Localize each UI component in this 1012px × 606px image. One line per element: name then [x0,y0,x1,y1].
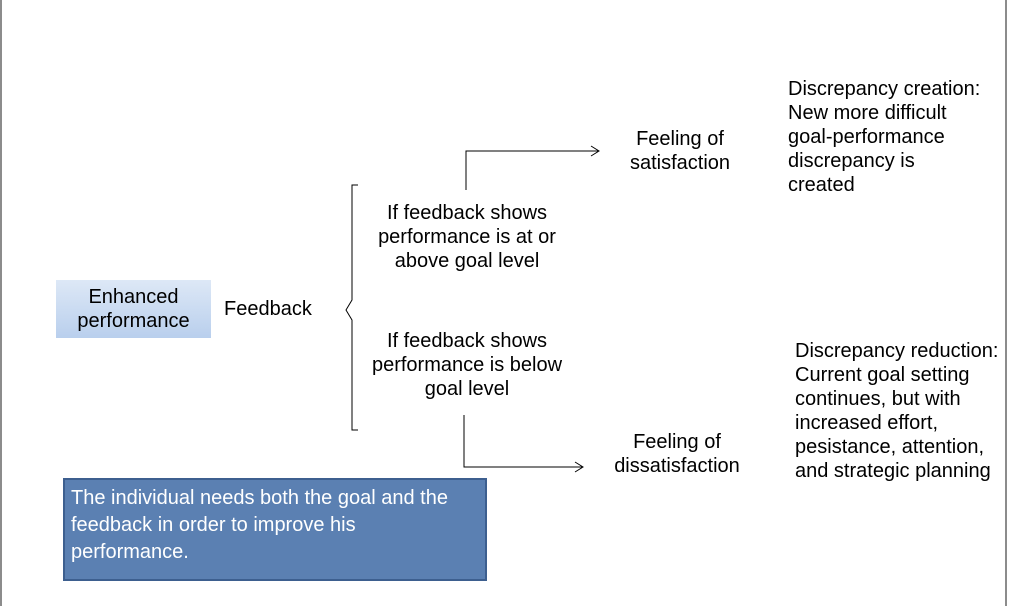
feeling-dissatisfaction-label: Feeling of dissatisfaction [614,431,740,477]
discrepancy-reduction-label: Discrepancy reduction: Current goal sett… [795,340,999,482]
condition-above-label: If feedback shows performance is at or a… [378,202,556,272]
feedback-label: Feedback [224,298,312,320]
note-text: The individual needs both the goal and t… [71,487,448,563]
discrepancy-creation-label: Discrepancy creation: New more difficult… [788,78,981,196]
note-box: The individual needs both the goal and t… [63,478,487,581]
enhanced-performance-box: Enhanced performance [56,280,211,338]
condition-below-label: If feedback shows performance is below g… [371,330,563,400]
enhanced-performance-label: Enhanced performance [77,286,190,332]
feeling-satisfaction-label: Feeling of satisfaction [629,128,731,174]
